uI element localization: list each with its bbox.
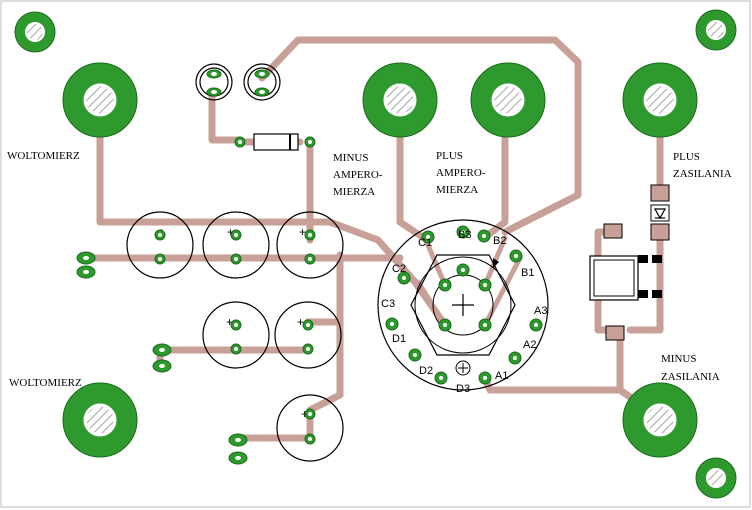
pin-label-c3: C3 <box>381 298 395 310</box>
label-plus-supply: PLUS ZASILANIA <box>673 151 732 180</box>
svg-text:PLUS: PLUS <box>436 150 463 162</box>
svg-text:MIERZA: MIERZA <box>333 186 375 198</box>
switch-pins-outer <box>385 225 543 385</box>
svg-text:MINUS: MINUS <box>661 353 696 365</box>
svg-text:+: + <box>226 315 233 329</box>
terminal-voltmeter-top <box>62 62 138 138</box>
connector-pair-1 <box>76 251 96 279</box>
led-2 <box>243 63 281 101</box>
capacitor-3: + <box>276 211 344 279</box>
connector-pair-3 <box>228 433 248 465</box>
pin-label-b1: B1 <box>521 267 534 279</box>
pin-label-d2: D2 <box>419 365 433 377</box>
label-plus-ammeter: PLUS AMPERO- MIERZA <box>436 150 486 196</box>
pin-label-b2: B2 <box>493 235 506 247</box>
svg-text:ZASILANIA: ZASILANIA <box>673 168 732 180</box>
svg-text:+: + <box>297 315 304 329</box>
capacitor-2: + <box>202 211 270 279</box>
terminal-voltmeter-bottom <box>62 382 138 458</box>
svg-text:ZASILANIA: ZASILANIA <box>661 371 720 383</box>
mounting-hole-bottom-right <box>695 457 737 499</box>
terminal-minus-supply <box>622 382 698 458</box>
terminal-minus-ammeter <box>362 62 438 138</box>
power-diode <box>650 184 670 241</box>
label-minus-ammeter: MINUS AMPERO- MIERZA <box>333 152 383 198</box>
led-1 <box>195 63 233 101</box>
pin-label-b3: B3 <box>458 229 471 241</box>
mounting-hole-top-left <box>14 11 56 53</box>
capacitor-6: + <box>276 394 344 462</box>
terminal-plus-supply <box>622 62 698 138</box>
label-minus-supply: MINUS ZASILANIA <box>661 353 720 383</box>
pin-label-a1: A1 <box>495 370 508 382</box>
svg-text:AMPERO-: AMPERO- <box>333 169 383 181</box>
svg-text:+: + <box>227 225 234 239</box>
svg-text:PLUS: PLUS <box>673 151 700 163</box>
power-socket <box>589 223 662 341</box>
label-voltmeter-bottom: WOLTOMIERZ <box>9 377 82 389</box>
rotary-switch: C1 B3 B2 C2 B1 C3 A3 D1 A2 D2 D3 A1 <box>377 219 549 395</box>
svg-text:MIERZA: MIERZA <box>436 184 478 196</box>
mounting-hole-top-right <box>695 9 737 51</box>
capacitor-1: + <box>126 211 194 279</box>
pin-label-c2: C2 <box>392 263 406 275</box>
capacitor-4: + <box>202 301 270 369</box>
svg-text:AMPERO-: AMPERO- <box>436 167 486 179</box>
switch-pins-inner <box>438 263 492 332</box>
pin-label-d3: D3 <box>456 383 470 395</box>
capacitor-5: + <box>274 301 342 369</box>
label-voltmeter-top: WOLTOMIERZ <box>7 150 80 162</box>
pin-label-d1: D1 <box>392 333 406 345</box>
pin-label-c1: C1 <box>418 237 432 249</box>
terminal-plus-ammeter <box>470 62 546 138</box>
pin-label-a3: A3 <box>534 305 547 317</box>
pin-label-a2: A2 <box>523 339 536 351</box>
svg-text:+: + <box>299 225 306 239</box>
diode-top <box>234 133 316 151</box>
svg-text:MINUS: MINUS <box>333 152 368 164</box>
connector-pair-2 <box>152 343 172 373</box>
